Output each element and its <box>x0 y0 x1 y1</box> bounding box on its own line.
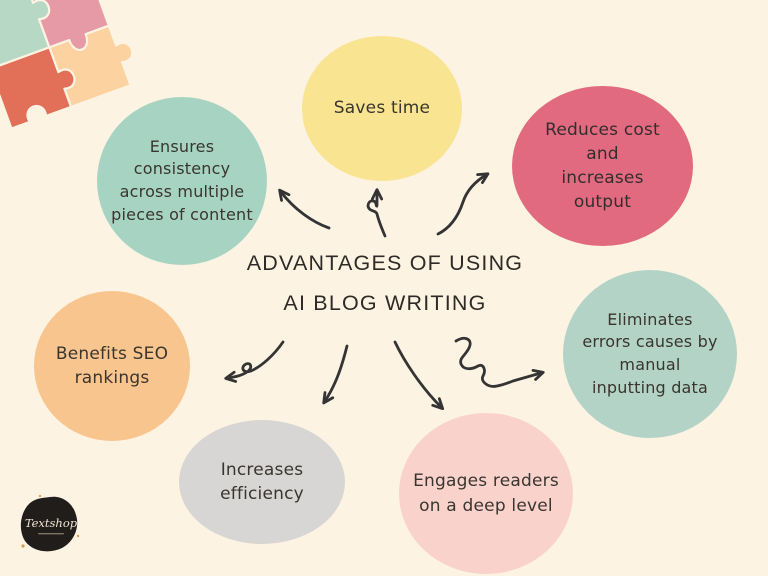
puzzle-piece-coral <box>0 46 76 130</box>
arrow-to-benefits-seo <box>224 340 285 383</box>
diagram-title: ADVANTAGES OF USING AI BLOG WRITING <box>185 243 585 323</box>
bubble-ensures-consistency-label: Ensures consistency across multiple piec… <box>111 136 253 224</box>
bubble-saves-time-label: Saves time <box>333 98 431 119</box>
logo-tagline-mark <box>38 533 64 535</box>
logo-ink-blob <box>20 496 78 552</box>
puzzle-piece-peach <box>48 24 134 108</box>
arrow-to-reduces-cost <box>436 172 490 236</box>
bubble-eliminates-errors: Eliminates errors causes by manual input… <box>563 270 737 438</box>
bubble-increases-efficiency-label: Increases efficiency <box>220 459 304 504</box>
bubble-reduces-cost: Reduces cost and increases output <box>512 86 693 246</box>
bubble-eliminates-errors-label: Eliminates errors causes by manual input… <box>582 309 718 397</box>
puzzle-piece-teal <box>0 0 51 71</box>
arrow-to-engages-readers <box>393 340 445 411</box>
logo-speckle <box>76 534 80 538</box>
bubble-saves-time: Saves time <box>302 36 462 181</box>
textshop-logo: Textshop <box>20 494 80 552</box>
arrow-to-efficiency <box>322 344 349 405</box>
logo-brand-text: Textshop <box>25 516 78 530</box>
bubble-engages-readers: Engages readers on a deep level <box>399 413 573 574</box>
arrow-to-saves-time <box>366 188 387 238</box>
puzzle-piece-pink <box>26 0 110 52</box>
diagram-title-line1: ADVANTAGES OF USING <box>246 251 524 275</box>
arrow-to-eliminates-errors <box>454 337 545 388</box>
bubble-reduces-cost-label: Reduces cost and increases output <box>545 119 660 213</box>
bubble-benefits-seo: Benefits SEO rankings <box>34 291 190 441</box>
logo-speckle <box>21 544 25 548</box>
bubble-benefits-seo-label: Benefits SEO rankings <box>55 343 169 388</box>
bubble-ensures-consistency: Ensures consistency across multiple piec… <box>97 97 267 265</box>
diagram-title-line2: AI BLOG WRITING <box>283 291 487 315</box>
bubble-engages-readers-label: Engages readers on a deep level <box>413 471 559 516</box>
logo-speckle <box>38 494 42 498</box>
arrow-to-consistency <box>278 188 331 230</box>
bubble-increases-efficiency: Increases efficiency <box>179 420 345 544</box>
